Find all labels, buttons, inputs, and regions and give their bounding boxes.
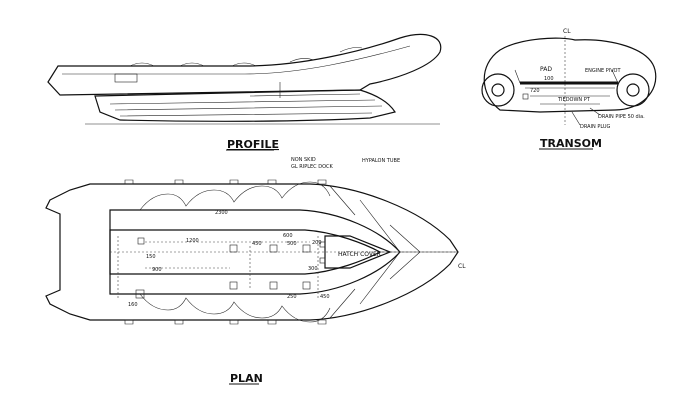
- plan-dim-2300: 2300: [215, 210, 228, 216]
- transom-tiedown-label: TIEDOWN PT: [557, 97, 591, 103]
- plan-hypalon-label: HYPALON TUBE: [362, 158, 400, 164]
- floor-fitting: [135, 289, 145, 299]
- floor-fitting: [319, 257, 326, 264]
- plan-glrt-label: GL RIPLEC DOCK: [291, 164, 334, 170]
- transom-cl-label: CL: [563, 28, 571, 35]
- floor-fitting: [137, 237, 145, 245]
- floor-fitting: [302, 244, 311, 253]
- plan-hatch-cover-label: HATCH COVER: [338, 251, 381, 258]
- transom-dim-100: 100: [544, 76, 554, 82]
- plan-dim-160: 160: [128, 302, 138, 308]
- transom-drain-plug-label: DRAIN PLUG: [580, 124, 611, 130]
- transom-right-tube: [616, 73, 650, 107]
- plan-dim-150: 150: [146, 254, 156, 260]
- plan-dim-200: 200: [312, 240, 322, 246]
- profile-tube-upper-line: [62, 45, 411, 75]
- transom-inner-lines: [514, 69, 619, 105]
- floor-fitting: [229, 281, 238, 290]
- transom-drain-pipe-leader: [589, 107, 601, 116]
- plan-dimension-lines: [117, 236, 319, 300]
- transom-left-tube-core: [491, 83, 505, 97]
- transom-right-tube-core: [626, 83, 640, 97]
- profile-title: PROFILE: [227, 138, 279, 151]
- plan-dim-1200: 1200: [186, 238, 199, 244]
- floor-fitting: [229, 244, 238, 253]
- transom-pad-label: PAD: [540, 66, 552, 73]
- plan-top-tube-scallops: [139, 181, 331, 211]
- plan-dim-250: 250: [287, 294, 297, 300]
- plan-bottom-tube-scallops: [139, 293, 331, 323]
- transom-drain: [522, 93, 529, 100]
- plan-dim-900: 900: [152, 267, 162, 273]
- floor-fitting: [302, 281, 311, 290]
- plan-non-skid-label: NON SKID: [291, 157, 316, 163]
- plan-dim-600: 600: [283, 233, 293, 239]
- profile-tube-handles: [129, 47, 363, 67]
- profile-hull: [94, 89, 396, 122]
- plan-view: HATCH COVER NON SKID GL RIPLEC DOCK HYPA…: [45, 157, 466, 385]
- transom-title: TRANSOM: [540, 137, 602, 150]
- profile-tube-patch: [114, 73, 138, 83]
- plan-dim-450b: 450: [320, 294, 330, 300]
- plan-tube-fittings: [124, 179, 327, 325]
- plan-dim-450: 450: [252, 241, 262, 247]
- transom-view: CL PAD ENGINE PIVOT 100 720 TIEDOWN PT D…: [481, 28, 657, 150]
- transom-engine-pivot-label: ENGINE PIVOT: [585, 68, 621, 74]
- transom-dim-720: 720: [530, 88, 540, 94]
- floor-fitting: [269, 244, 278, 253]
- floor-fitting: [319, 241, 326, 248]
- plan-dim-300: 300: [308, 266, 318, 272]
- transom-drain-plug-leader: [571, 111, 581, 126]
- plan-cl-label: CL: [458, 263, 466, 270]
- floor-fitting: [269, 281, 278, 290]
- profile-tube-outline: [47, 33, 442, 96]
- plan-floor-fittings: [135, 237, 326, 299]
- profile-hull-strakes: [109, 93, 383, 117]
- transom-left-tube: [481, 73, 515, 107]
- plan-dim-500: 500: [287, 241, 297, 247]
- profile-view: PROFILE: [47, 33, 442, 151]
- transom-drain-pipe-label: DRAIN PIPE 50 dia.: [598, 114, 645, 120]
- transom-outline: [483, 37, 657, 113]
- plan-title: PLAN: [230, 372, 263, 385]
- plan-bow-panels: [329, 185, 458, 319]
